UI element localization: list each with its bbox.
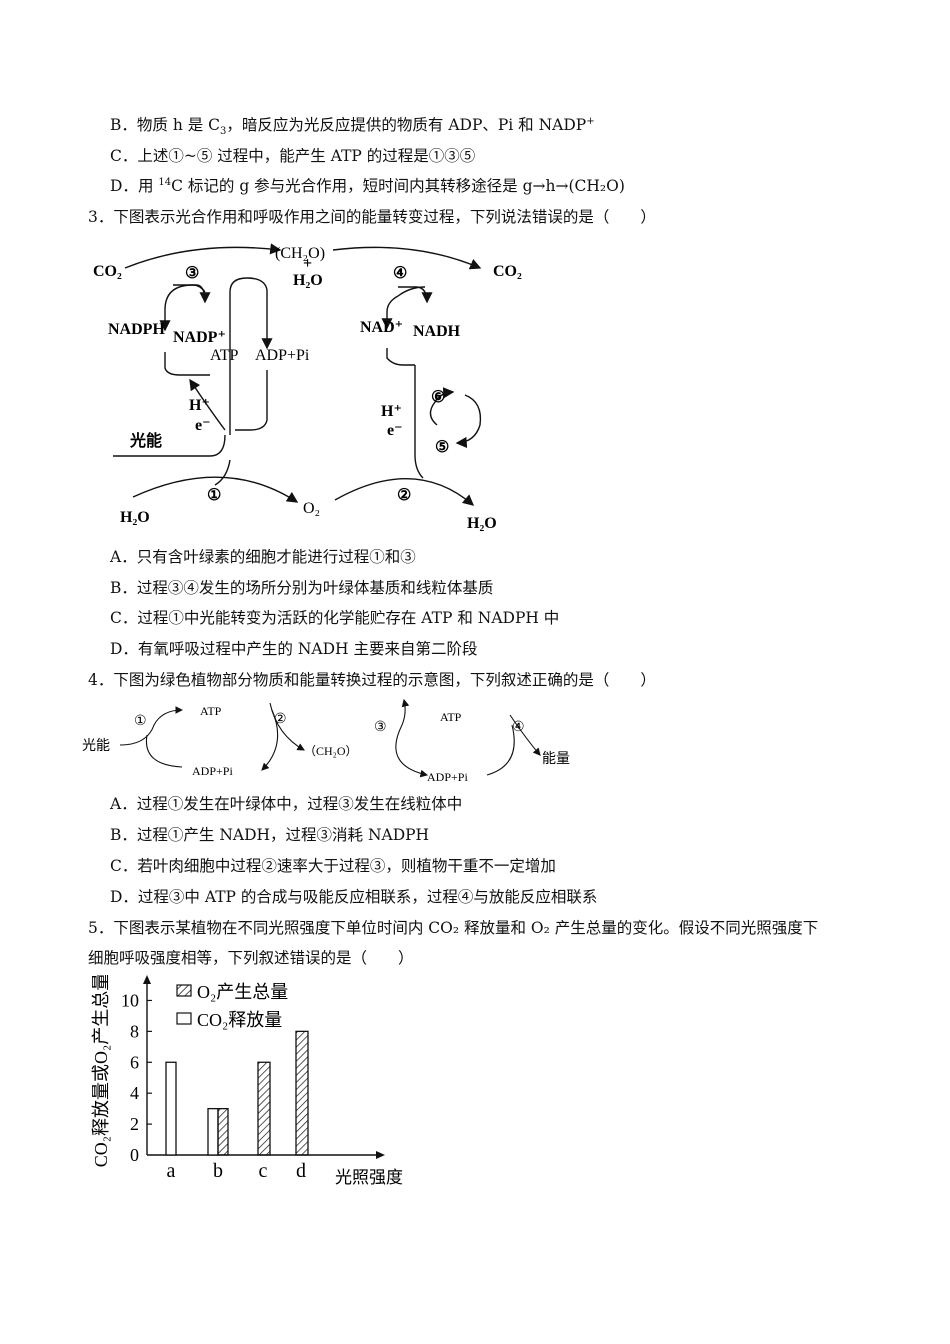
q3-label-2: ② bbox=[397, 487, 411, 504]
y-axis-arrow bbox=[143, 975, 151, 984]
q4-stem: 4．下图为绿色植物部分物质和能量转换过程的示意图，下列叙述正确的是（ ） bbox=[88, 671, 656, 689]
bar-o2 bbox=[257, 1061, 271, 1156]
bar-o2 bbox=[295, 1030, 309, 1156]
q4-option-a: A．过程①发生在叶绿体中，过程③发生在线粒体中 bbox=[110, 795, 463, 813]
q2-option-c: C．上述①~⑤ 过程中，能产生 ATP 的过程是①③⑤ bbox=[110, 147, 476, 165]
y-tick-label: 8 bbox=[130, 1021, 139, 1041]
x-tick-label: d bbox=[296, 1160, 306, 1182]
q3-label-1: ① bbox=[207, 487, 221, 504]
q3-hplus-left: H⁺ bbox=[189, 397, 210, 414]
q2-option-b: B．物质 h 是 C3，暗反应为光反应提供的物质有 ADP、Pi 和 NADP+ bbox=[110, 115, 595, 138]
q4-diagram: 光能 ① ATP ② ADP+Pi （CH₂O） ③ ATP ④ ADP+Pi … bbox=[82, 698, 570, 784]
bar-co2 bbox=[165, 1061, 177, 1156]
q3-label-6: ⑥ bbox=[431, 389, 445, 406]
y-tick-label: 2 bbox=[130, 1114, 139, 1134]
y-axis-label: CO₂释放量或O₂产生总量 bbox=[91, 975, 111, 1167]
q3-option-d: D．有氧呼吸过程中产生的 NADH 主要来自第二阶段 bbox=[110, 640, 478, 658]
q3-option-b: B．过程③④发生的场所分别为叶绿体基质和线粒体基质 bbox=[110, 579, 494, 597]
bar-o2 bbox=[217, 1107, 229, 1156]
x-tick-label: b bbox=[213, 1160, 223, 1182]
q5-stem-line1: 5．下图表示某植物在不同光照强度下单位时间内 CO₂ 释放量和 O₂ 产生总量的… bbox=[88, 919, 819, 937]
legend-swatch-o2 bbox=[176, 984, 192, 997]
x-tick-label: c bbox=[259, 1160, 268, 1182]
q3-option-c: C．过程①中光能转变为活跃的化学能贮存在 ATP 和 NADPH 中 bbox=[110, 609, 560, 627]
bar-co2 bbox=[207, 1107, 219, 1156]
q2-option-d: D．用 14C 标记的 g 参与光合作用，短时间内其转移途径是 g→h→(CH₂… bbox=[110, 176, 625, 195]
q3-atp: ATP bbox=[210, 347, 239, 364]
q3-h2o-right: H₂O bbox=[467, 515, 497, 532]
y-tick-label: 4 bbox=[130, 1083, 139, 1103]
q4-adp-left: ADP+Pi bbox=[192, 764, 233, 778]
q4-label-4: ④ bbox=[512, 720, 525, 735]
q5-stem-line2: 细胞呼吸强度相等，下列叙述错误的是（ ） bbox=[88, 949, 414, 967]
q4-option-d: D．过程③中 ATP 的合成与吸能反应相联系，过程④与放能反应相联系 bbox=[110, 888, 598, 906]
q5-bar-chart: 0 2 4 6 8 10 a b c d 光照强度 CO₂释放量或O₂产生总量 O₂产生总量 CO₂释放量 bbox=[91, 975, 403, 1187]
q4-option-c: C．若叶肉细胞中过程②速率大于过程③，则植物干重不一定增加 bbox=[110, 857, 556, 875]
q4-label-2: ② bbox=[274, 712, 287, 727]
legend-label-o2: O₂产生总量 bbox=[197, 982, 288, 1002]
q3-diagram: CO₂ ③ (CH₂O) + H₂O ④ CO₂ NADPH NADP⁺ ATP… bbox=[93, 243, 522, 532]
q3-label-4: ④ bbox=[393, 265, 407, 282]
q3-nad: NAD⁺ bbox=[360, 319, 403, 336]
q4-option-b: B．过程①产生 NADH，过程③消耗 NADPH bbox=[110, 826, 430, 844]
q4-energy: 能量 bbox=[542, 751, 570, 767]
q4-label-1: ① bbox=[134, 714, 147, 729]
q3-label-3: ③ bbox=[185, 265, 199, 282]
q4-atp-left: ATP bbox=[200, 704, 222, 718]
x-axis-label: 光照强度 bbox=[335, 1168, 403, 1187]
q3-nadp: NADP⁺ bbox=[173, 329, 226, 346]
y-tick-label: 6 bbox=[130, 1052, 139, 1072]
q3-eminus-right: e⁻ bbox=[387, 422, 403, 439]
q3-o2: O₂ bbox=[303, 500, 320, 517]
q4-light: 光能 bbox=[82, 738, 110, 754]
q3-h2o-left: H₂O bbox=[120, 509, 150, 526]
q3-plus: + bbox=[303, 255, 312, 272]
x-axis-arrow bbox=[376, 1151, 385, 1159]
q3-label-5: ⑤ bbox=[435, 439, 449, 456]
q3-option-a: A．只有含叶绿素的细胞才能进行过程①和③ bbox=[110, 548, 416, 566]
q4-atp-right: ATP bbox=[440, 710, 462, 724]
q3-co2-left: CO₂ bbox=[93, 263, 122, 280]
y-tick-label: 10 bbox=[121, 990, 139, 1010]
q3-adp-pi: ADP+Pi bbox=[255, 347, 310, 364]
q4-adp-right: ADP+Pi bbox=[427, 770, 468, 784]
legend-label-co2: CO₂释放量 bbox=[197, 1010, 282, 1030]
q3-hplus-right: H⁺ bbox=[381, 403, 402, 420]
x-tick-label: a bbox=[167, 1160, 176, 1182]
q3-nadh: NADH bbox=[413, 323, 461, 340]
q3-eminus-left: e⁻ bbox=[195, 417, 211, 434]
q3-light: 光能 bbox=[129, 431, 162, 450]
q3-ch2o: (CH₂O) bbox=[275, 245, 325, 262]
y-tick-label: 0 bbox=[130, 1145, 139, 1165]
legend-swatch-co2 bbox=[176, 1012, 192, 1025]
q3-stem: 3．下图表示光合作用和呼吸作用之间的能量转变过程，下列说法错误的是（ ） bbox=[88, 208, 656, 226]
q3-co2-right: CO₂ bbox=[493, 263, 522, 280]
q4-ch2o: （CH₂O） bbox=[304, 744, 358, 758]
q3-h2o-top: H₂O bbox=[293, 272, 323, 289]
q3-nadph: NADPH bbox=[108, 321, 165, 338]
q4-label-3: ③ bbox=[374, 720, 387, 735]
